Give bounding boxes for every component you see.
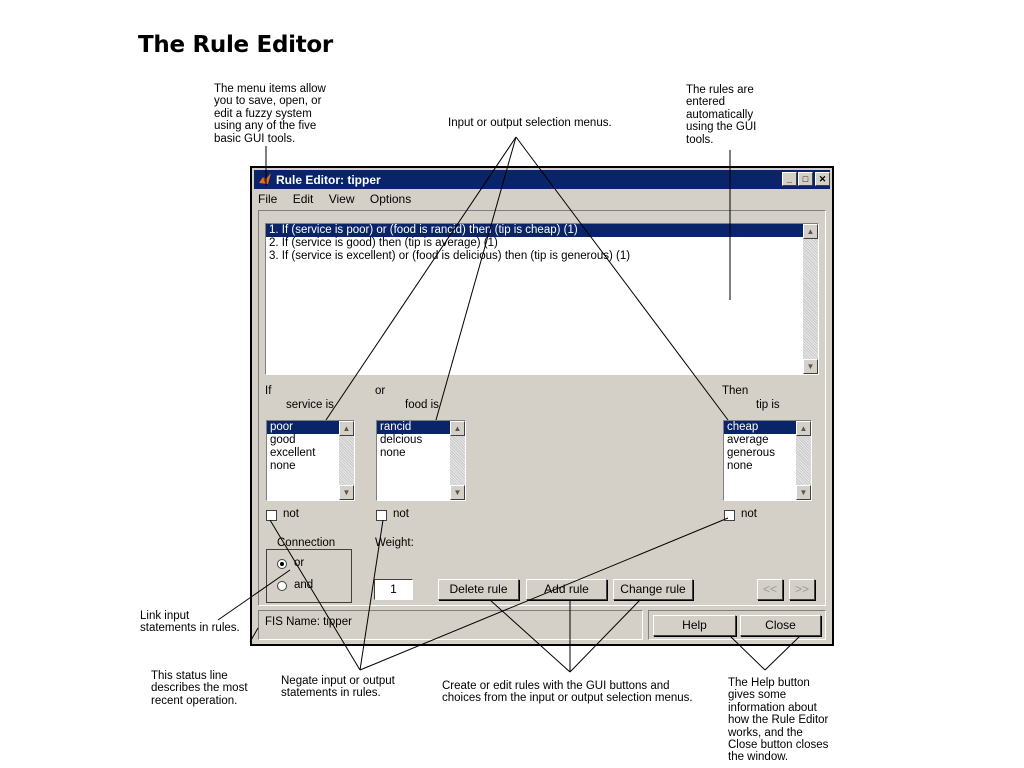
service-label: service is: [286, 399, 334, 411]
title-bar[interactable]: Rule Editor: tipper _ □ ✕: [254, 170, 830, 189]
scroll-up-icon[interactable]: ▲: [339, 421, 354, 436]
rules-list[interactable]: 1. If (service is poor) or (food is ranc…: [265, 223, 819, 375]
or-label: or: [375, 385, 386, 397]
service-not-label: not: [283, 508, 299, 520]
window-title: Rule Editor: tipper: [276, 173, 381, 187]
service-option[interactable]: poor: [267, 421, 354, 434]
rule-item[interactable]: 1. If (service is poor) or (food is ranc…: [266, 224, 818, 237]
change-rule-button[interactable]: Change rule: [613, 579, 693, 600]
weight-input[interactable]: 1: [374, 579, 413, 600]
tip-option[interactable]: none: [727, 460, 753, 472]
tip-option[interactable]: average: [727, 434, 769, 446]
scroll-down-icon[interactable]: ▼: [796, 485, 811, 500]
tip-scrollbar[interactable]: ▲ ▼: [796, 421, 811, 500]
help-button[interactable]: Help: [653, 615, 736, 636]
tip-option[interactable]: cheap: [724, 421, 811, 434]
annotation-rules-entered: The rules are entered automatically usin…: [686, 84, 757, 146]
rule-item[interactable]: 2. If (service is good) then (tip is ave…: [269, 237, 498, 249]
maximize-icon[interactable]: □: [798, 172, 813, 186]
add-rule-button[interactable]: Add rule: [526, 579, 607, 600]
rule-editor-window: Rule Editor: tipper _ □ ✕ File Edit View…: [250, 166, 834, 646]
leader-not-service: [269, 519, 361, 671]
leader-delete: [489, 599, 571, 673]
annotation-selection-menus: Input or output selection menus.: [448, 117, 612, 129]
leader-not-tip: [359, 517, 729, 671]
close-window-icon[interactable]: ✕: [815, 172, 830, 186]
page-heading: The Rule Editor: [138, 32, 333, 58]
leader-close: [764, 635, 801, 671]
minimize-icon[interactable]: _: [782, 172, 797, 186]
annotation-menu-items: The menu items allow you to save, open, …: [214, 83, 326, 145]
leader-help: [729, 635, 766, 671]
leader-not-food: [359, 519, 384, 671]
service-option[interactable]: none: [270, 460, 296, 472]
scroll-up-icon[interactable]: ▲: [450, 421, 465, 436]
service-scrollbar[interactable]: ▲ ▼: [339, 421, 354, 500]
annotation-status-line: This status line describes the most rece…: [151, 670, 248, 707]
main-panel: [258, 210, 826, 606]
scroll-down-icon[interactable]: ▼: [803, 359, 818, 374]
scroll-up-icon[interactable]: ▲: [796, 421, 811, 436]
connection-and-label: and: [294, 579, 314, 591]
food-scrollbar[interactable]: ▲ ▼: [450, 421, 465, 500]
food-not-checkbox[interactable]: [376, 510, 387, 521]
rules-scrollbar[interactable]: ▲ ▼: [803, 224, 818, 374]
close-button[interactable]: Close: [740, 615, 821, 636]
service-list[interactable]: poor good excellent none ▲ ▼: [266, 420, 355, 501]
service-option[interactable]: good: [270, 434, 296, 446]
delete-rule-button[interactable]: Delete rule: [438, 579, 519, 600]
help-close-panel: [648, 610, 826, 640]
food-list[interactable]: rancid delcious none ▲ ▼: [376, 420, 466, 501]
leader-food-menu: [435, 136, 517, 421]
menu-view[interactable]: View: [328, 192, 355, 206]
status-line: FIS Name: tipper: [258, 610, 643, 640]
tip-not-checkbox[interactable]: [724, 510, 735, 521]
if-label: If: [265, 385, 272, 397]
previous-button[interactable]: <<: [757, 579, 783, 600]
connection-and-radio[interactable]: [277, 581, 287, 591]
tip-option[interactable]: generous: [727, 447, 775, 459]
connection-or-radio[interactable]: [277, 559, 287, 569]
food-not-label: not: [393, 508, 409, 520]
connection-group: [266, 549, 352, 603]
next-button[interactable]: >>: [789, 579, 815, 600]
menu-file[interactable]: File: [258, 192, 278, 206]
then-label: Then: [722, 385, 749, 397]
scroll-down-icon[interactable]: ▼: [450, 485, 465, 500]
menu-options[interactable]: Options: [369, 192, 412, 206]
tip-label: tip is: [756, 399, 780, 411]
menu-bar: File Edit View Options: [258, 192, 423, 208]
annotation-create-edit: Create or edit rules with the GUI button…: [442, 680, 693, 705]
status-text: FIS Name: tipper: [265, 616, 352, 628]
leader-service-menu: [325, 136, 517, 421]
tip-not-label: not: [741, 508, 757, 520]
leader-connection: [217, 569, 291, 621]
scroll-up-icon[interactable]: ▲: [803, 224, 818, 239]
leader-change: [569, 599, 641, 673]
tip-list[interactable]: cheap average generous none ▲ ▼: [723, 420, 812, 501]
service-option[interactable]: excellent: [270, 447, 316, 459]
menu-edit[interactable]: Edit: [292, 192, 314, 206]
scroll-down-icon[interactable]: ▼: [339, 485, 354, 500]
service-not-checkbox[interactable]: [266, 510, 277, 521]
leader-tip-menu: [515, 136, 729, 421]
matlab-logo-icon: [259, 173, 271, 184]
weight-label: Weight:: [375, 537, 414, 549]
connection-or-label: or: [294, 557, 305, 569]
leader-status: [249, 627, 259, 643]
food-option[interactable]: rancid: [377, 421, 465, 434]
food-label: food is: [405, 399, 439, 411]
rule-item[interactable]: 3. If (service is excellent) or (food is…: [269, 250, 631, 262]
connection-label: Connection: [274, 537, 339, 549]
annotation-help-close: The Help button gives some information a…: [728, 677, 829, 764]
annotation-negate: Negate input or output statements in rul…: [281, 675, 395, 700]
food-option[interactable]: none: [380, 447, 406, 459]
annotation-link-input: Link input statements in rules.: [140, 610, 240, 635]
food-option[interactable]: delcious: [380, 434, 423, 446]
